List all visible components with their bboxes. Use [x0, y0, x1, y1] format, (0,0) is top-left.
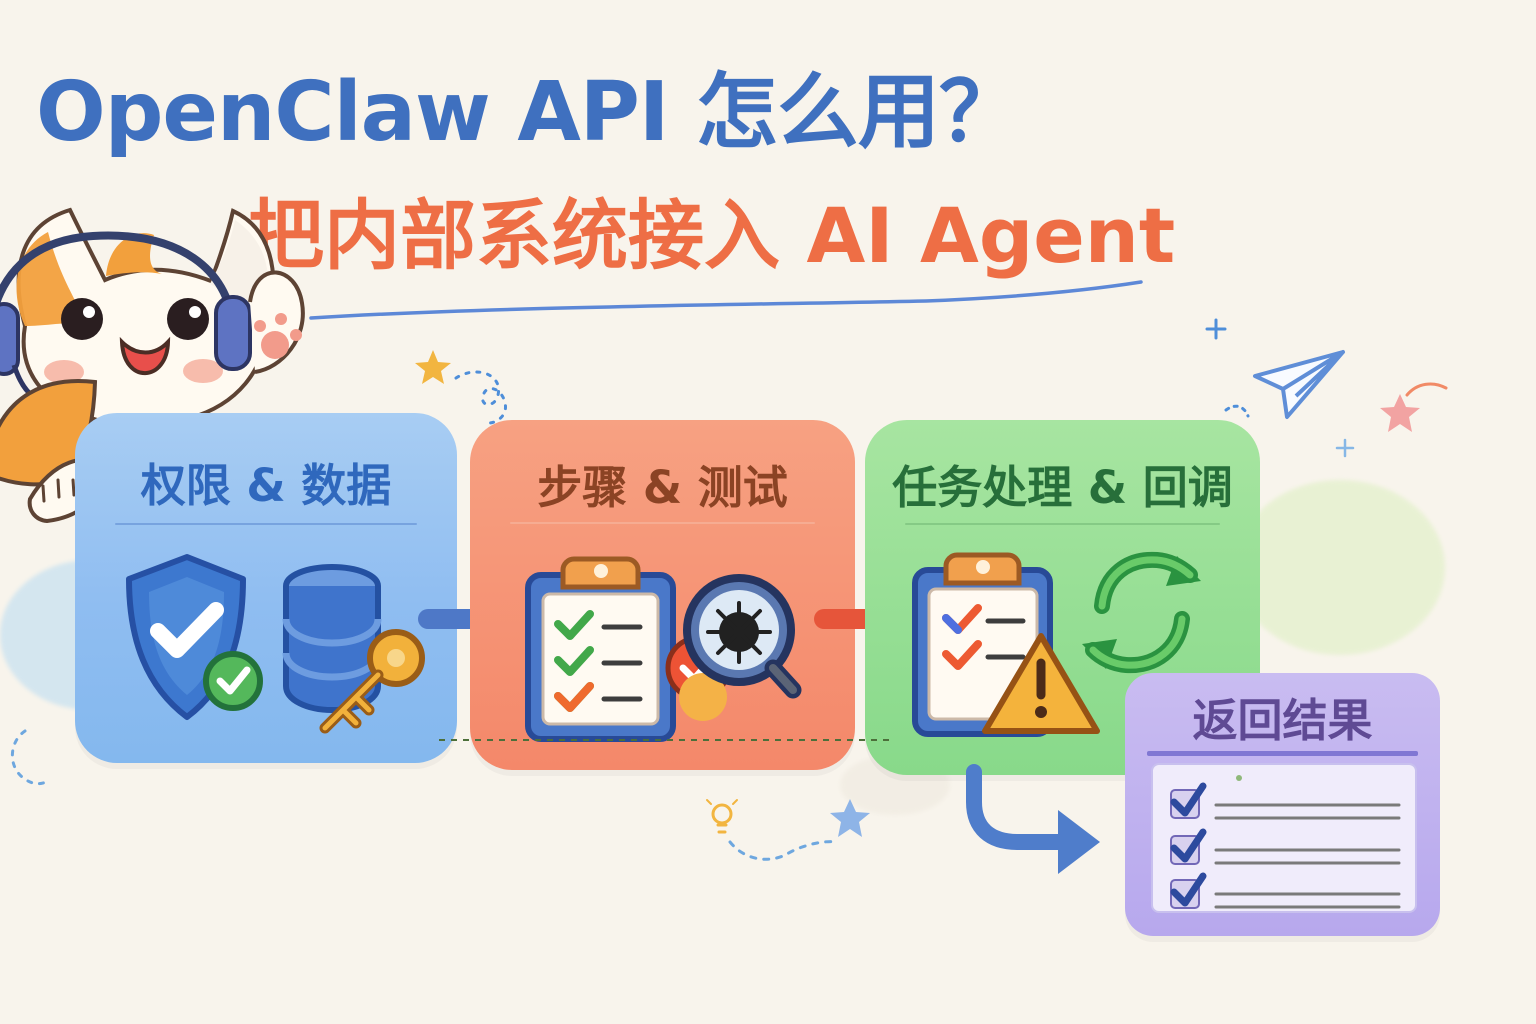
step-card-permissions-data: 权限 & 数据	[75, 413, 457, 763]
plus-sparkle-top	[1205, 318, 1227, 340]
star-decoration-left	[415, 350, 451, 384]
warning-clipboard-icon	[912, 552, 1100, 737]
bug-search-icon	[665, 574, 802, 721]
left-dashed-doodle	[11, 729, 50, 786]
dotted-connector-line	[439, 739, 889, 741]
step-divider-steps-testing	[510, 522, 815, 524]
step-divider-permissions-data	[115, 523, 417, 525]
result-checklist-icon	[1170, 775, 1401, 909]
shield-check-icon	[126, 554, 263, 720]
step-card-return-result: 返回结果	[1125, 673, 1440, 936]
right-green-cloud	[1235, 480, 1445, 655]
dashed-swirl-bottom	[728, 840, 840, 861]
step-divider-task-callback	[905, 523, 1220, 525]
cat-icon	[0, 207, 305, 524]
database-key-icon	[282, 564, 425, 734]
step-card-steps-testing: 步骤 & 测试	[470, 420, 855, 770]
plus-sparkle-right	[1335, 438, 1355, 458]
step-title-task-callback: 任务处理 & 回调	[892, 461, 1233, 514]
paper-plane-icon	[1253, 350, 1345, 419]
result-panel	[1151, 763, 1417, 913]
step-title-return-result: 返回结果	[1192, 694, 1373, 747]
star-decoration-bottom	[830, 799, 870, 837]
curved-arrow-to-result	[966, 764, 1100, 874]
star-decoration-right	[1380, 394, 1420, 432]
lightbulb-doodle	[706, 799, 738, 834]
page-subtitle: 把内部系统接入 AI Agent	[248, 191, 1176, 280]
step-title-permissions-data: 权限 & 数据	[140, 459, 392, 512]
page-title: OpenClaw API 怎么用？	[36, 65, 1021, 160]
mascot-cat	[0, 200, 330, 530]
plane-trail-doodle	[1224, 404, 1250, 418]
step-title-steps-testing: 步骤 & 测试	[537, 461, 788, 514]
step-divider-return-result	[1147, 751, 1418, 756]
doodle-arc-right	[1405, 382, 1448, 397]
subtitle-underline	[309, 280, 1143, 320]
sync-icon	[1082, 551, 1201, 674]
checklist-clipboard-icon	[525, 556, 676, 742]
